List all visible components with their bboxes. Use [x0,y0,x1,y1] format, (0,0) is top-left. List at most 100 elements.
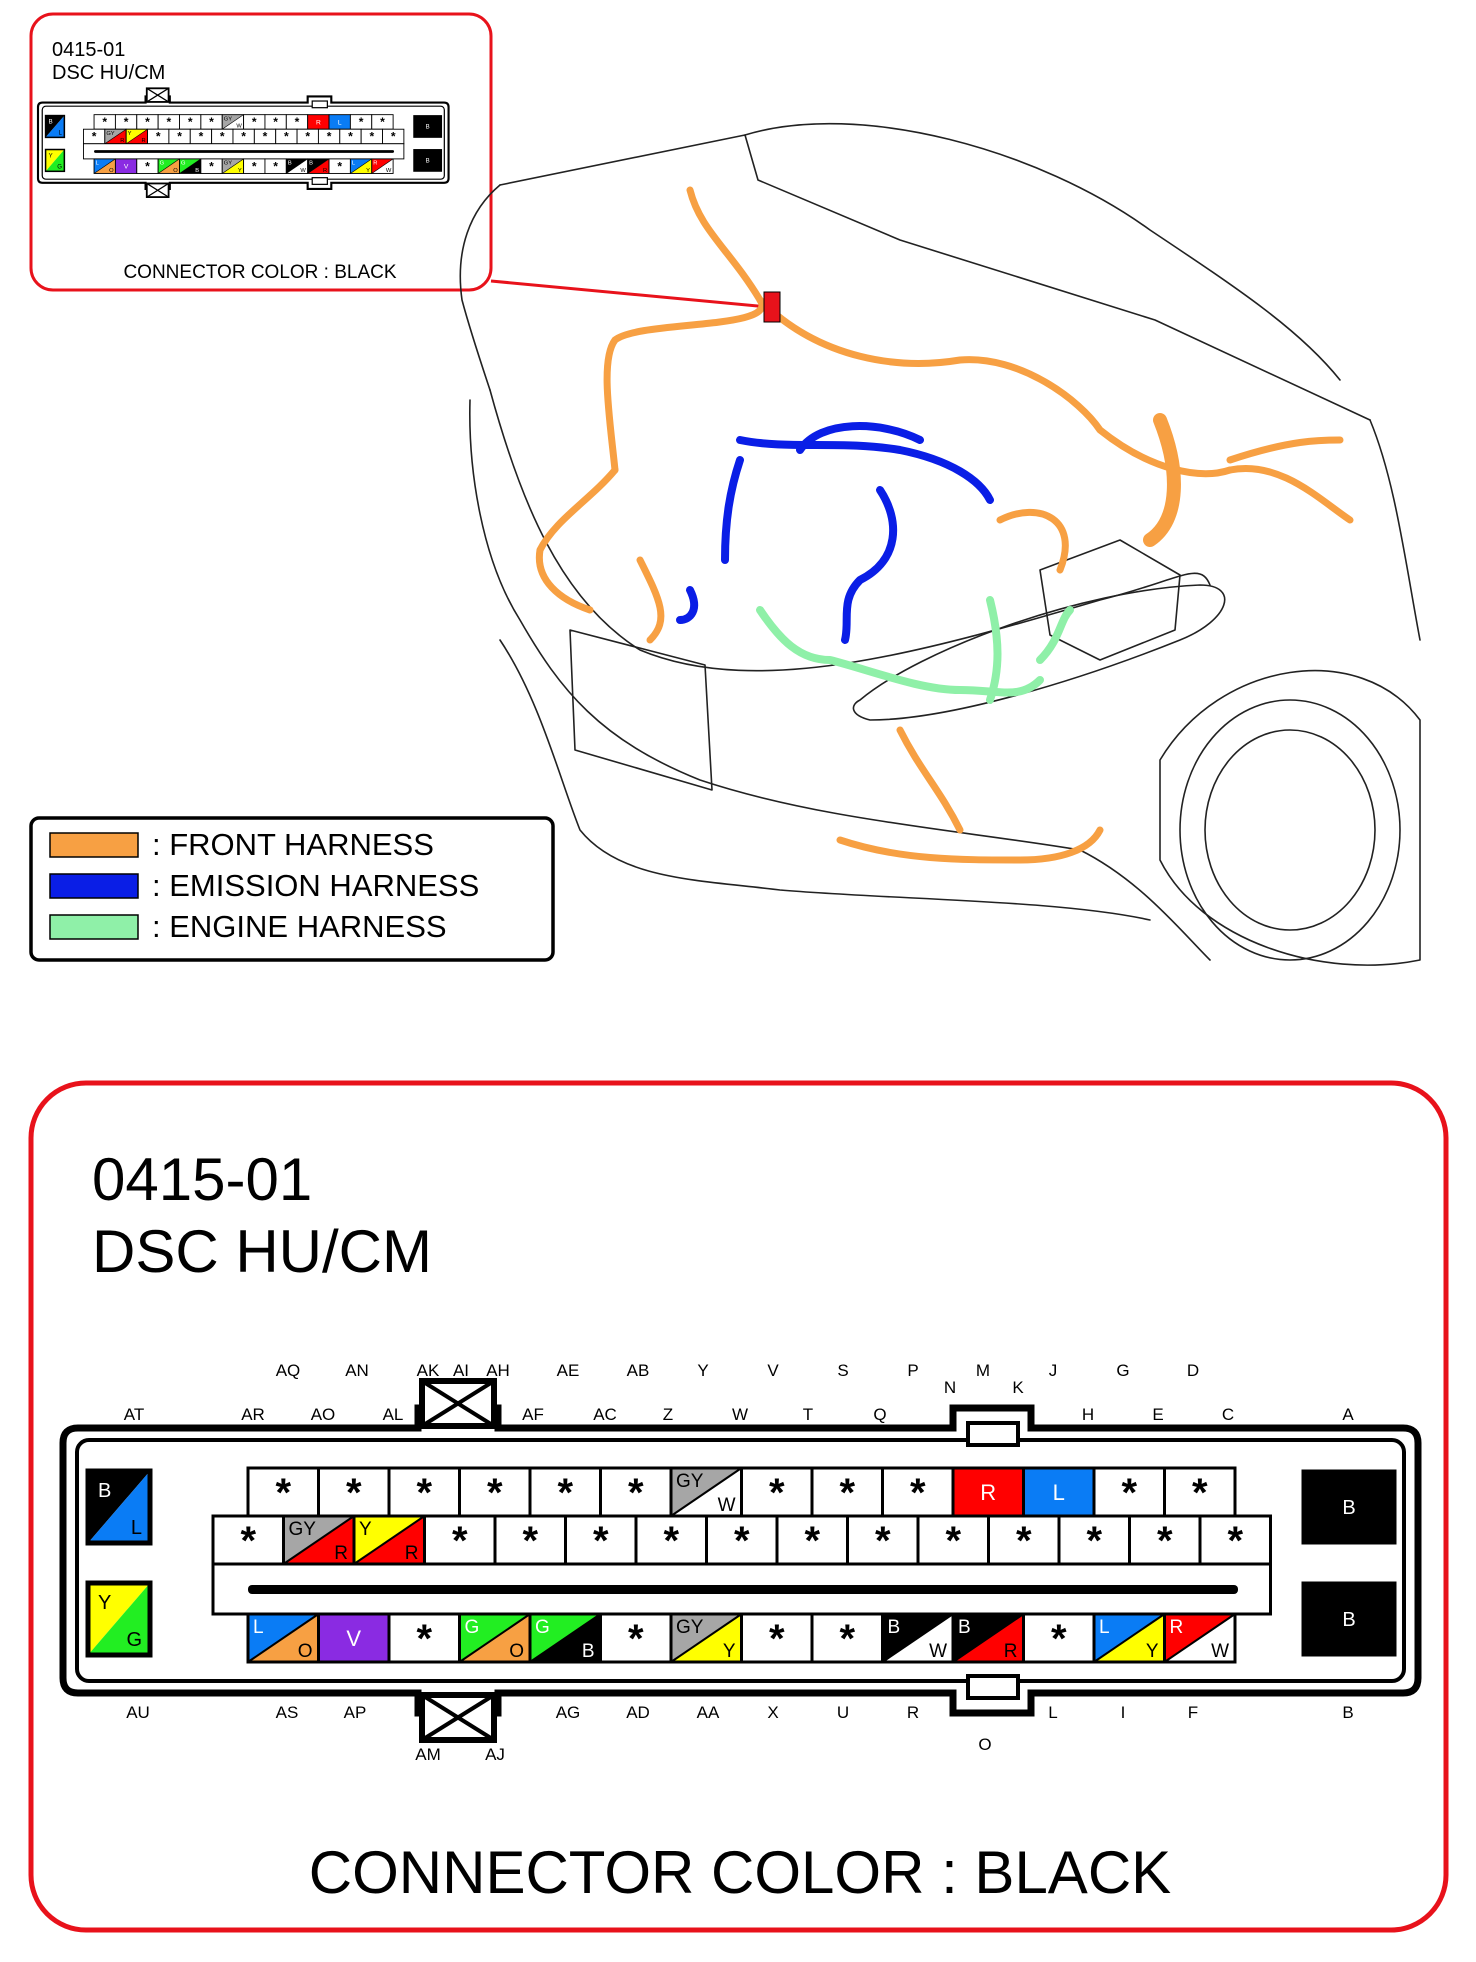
pin-divider [881,1613,954,1663]
pin-unused-mark: * [1051,1617,1067,1661]
connector-pin: V [114,158,138,174]
side-stripe-color [45,115,65,138]
small-panel-code: 0415-01 [52,39,125,61]
pin-unused-mark: * [263,130,268,144]
connector-pin: * [179,114,202,130]
pin-unused-mark: * [241,130,246,144]
pin-divider [371,158,394,174]
pin-stripe-label: W [718,1495,736,1516]
center-notch [311,100,328,109]
pin-primary-label: R [373,161,377,167]
pin-position-label: U [837,1703,849,1722]
side-primary-label: B [98,1480,111,1502]
connector-pin: * [1057,1514,1131,1566]
pin-unused-mark: * [1157,1519,1173,1563]
side-terminal-cell [413,149,443,172]
lock-tab-cross [420,1379,496,1428]
connector-pin: * [1198,1514,1272,1566]
legend-swatch [49,873,139,899]
pin-unused-mark: * [391,130,396,144]
pin-position-label: AG [556,1703,581,1722]
pin-unused-mark: * [628,1617,644,1661]
pin-position-label: D [1187,1361,1199,1380]
wheel [1179,699,1401,961]
connector-pin: * [740,1466,814,1518]
front-harness-branch-4 [1226,436,1344,464]
front-harness-branch-7 [636,556,665,644]
connector-pin: * [147,128,170,145]
pin-stripe-label: W [386,168,392,174]
side-terminal-cell [1301,1581,1397,1657]
pin-position-label: X [767,1703,778,1722]
connector-pin: GO [157,158,180,174]
pin-divider [670,1613,743,1663]
pin-position-label: T [803,1405,813,1424]
pin-primary-label: R [1170,1617,1184,1638]
connector-pin: * [200,158,223,174]
pin-unused-mark: * [327,130,332,144]
center-notch [311,177,328,185]
side-terminal: B [1301,1581,1397,1657]
pin-divider [126,128,148,145]
pin-divider [222,158,244,174]
connector-pin: * [296,128,319,145]
connector-pin: * [243,158,266,174]
pin-position-label: AH [486,1361,510,1380]
separator-slot [248,1585,1238,1594]
connector-pin: * [1128,1514,1202,1566]
pin-unused-mark: * [769,1617,785,1661]
pin-primary-label: B [888,1617,901,1638]
a-pillar [459,184,501,391]
pin-position-label: AN [345,1361,369,1380]
connector-pin: * [387,1612,461,1664]
pin-wire-color: R [980,1480,996,1505]
pin-unused-mark: * [124,115,129,129]
pin-unused-mark: * [416,1617,432,1661]
pin-divider [222,114,244,130]
pin-primary-label: L [253,1617,264,1638]
connector-pin: LO [93,158,116,174]
pin-primary-label: G [535,1617,550,1638]
connector-pin: LO [246,1612,320,1664]
connector-pin: * [82,128,106,145]
connector-pin: RW [1163,1612,1237,1664]
legend-label: : ENGINE HARNESS [152,909,447,944]
side-terminal: YG [44,148,66,173]
connector-pin: * [339,128,362,145]
pin-position-label: B [1342,1703,1353,1722]
connector-pin: * [987,1514,1061,1566]
pin-position-label: C [1222,1405,1234,1424]
pin-unused-mark: * [348,130,353,144]
pin-unused-mark: * [804,1519,820,1563]
pin-position-label: AE [557,1361,580,1380]
connector-pin: * [253,128,277,145]
connector-pin: * [775,1514,849,1566]
side-terminal-border [44,114,66,139]
connector-pin: * [275,128,298,145]
pin-position-label: H [1082,1405,1094,1424]
connector-pin: LY [1092,1612,1166,1664]
pin-divider [93,158,116,174]
pin-stripe-label: O [109,168,114,174]
pin-primary-label: GY [676,1471,704,1492]
pin-unused-mark: * [209,115,214,129]
pin-unused-mark: * [273,159,278,173]
connector-pin: GYY [669,1612,743,1664]
pin-position-label: Q [873,1405,886,1424]
pin-unused-mark: * [769,1471,785,1515]
pin-unused-mark: * [252,159,257,173]
connector-pin: GY W [669,1466,743,1518]
pin-unused-mark: * [199,130,204,144]
pin-divider [458,1613,531,1663]
pin-primary-label: L [96,161,99,167]
connector-pin: GYR [282,1514,356,1566]
fender-edge [1369,419,1421,641]
pin-unused-mark: * [416,1471,432,1515]
pin-divider [179,158,202,174]
pin-divider [1093,1613,1166,1663]
pin-divider [670,1467,743,1517]
side-terminal: B [413,149,443,172]
pin-cell [740,1466,814,1518]
connector-pin: GB [528,1612,602,1664]
